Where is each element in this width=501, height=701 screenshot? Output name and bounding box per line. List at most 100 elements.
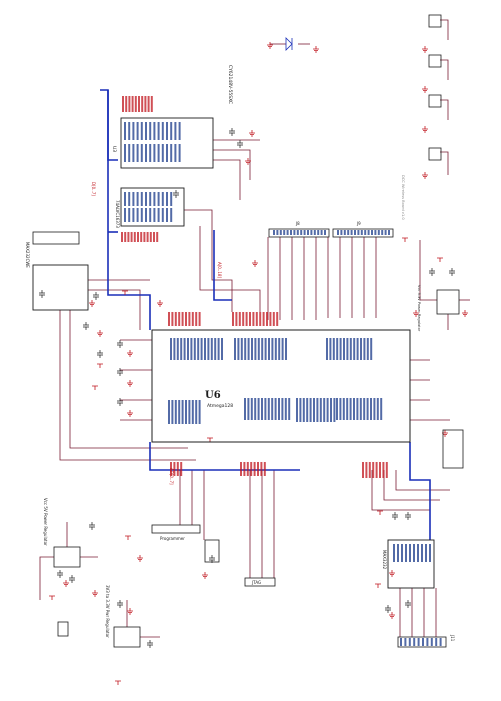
- net-label-red: [368, 462, 371, 478]
- regulator-3v3: [113, 626, 141, 648]
- mcu-pin-label-top-mid: [261, 338, 264, 360]
- mcu-pin-label-bottom-mid2: [330, 398, 332, 422]
- component-group: [39, 128, 455, 648]
- header-pin-label: [276, 230, 279, 235]
- header-pin-label: [350, 230, 353, 235]
- max3232-label: MAX3232: [382, 550, 387, 570]
- header-pin-label: [367, 230, 370, 235]
- net-label-red: [149, 232, 152, 242]
- mcu-pin-label-bottom-mid2: [316, 398, 319, 422]
- vcc-symbol: [115, 680, 121, 685]
- memory-pin-label: [153, 144, 156, 162]
- regulator-5v-label: Vcc 5V Power Regulator: [43, 498, 48, 546]
- mcu-pin-label-top-left: [197, 338, 200, 360]
- mcu-pin-label-top-right: [356, 338, 359, 360]
- mcu-pin-label-top-mid: [244, 338, 247, 360]
- data-bus-label: D[0..7]: [91, 182, 96, 196]
- header-pin-label: [317, 230, 320, 235]
- header-j8-label: J8: [295, 221, 300, 226]
- capacitor: [97, 350, 103, 358]
- capacitor: [39, 290, 45, 298]
- memory-pin-label: [149, 144, 152, 162]
- mcu-pin-label-bottom-right: [370, 398, 372, 420]
- ground-symbol: [422, 126, 428, 133]
- net-label-red: [242, 312, 245, 326]
- ground-symbol: [92, 590, 98, 597]
- wire-42: [39, 556, 54, 600]
- memory-pin-label: [128, 144, 131, 162]
- vcc-symbol: [375, 583, 381, 588]
- net-label-red: [252, 312, 255, 326]
- j11-pin-label: [426, 638, 429, 646]
- latch-pin-label: [136, 208, 139, 222]
- header-pin-label: [343, 230, 346, 235]
- max3232-pin-label: [413, 544, 415, 562]
- regulator-right: [436, 289, 460, 315]
- mcu-pin-label-bottom-mid: [284, 398, 287, 420]
- capacitor: [429, 268, 435, 276]
- max3232-pin-label: [417, 544, 419, 562]
- ground-symbol: [89, 300, 95, 307]
- header-pin-label: [293, 230, 296, 235]
- max3232-pin-label: [421, 544, 423, 562]
- mcu-pin-label-bottom-mid2: [296, 398, 298, 422]
- max232-ic: [32, 264, 89, 311]
- j11-pin-label: [404, 638, 407, 646]
- mcu-pin-label-top-left: [210, 338, 213, 360]
- mcu-pin-label-bottom-mid: [264, 398, 267, 420]
- mcu-pin-label-bottom-mid2: [319, 398, 322, 422]
- net-label-red: [263, 462, 266, 476]
- mcu-pin-label-top-right: [360, 338, 362, 360]
- net-label-red: [128, 96, 131, 112]
- net-label-red: [171, 312, 174, 326]
- mcu-pin-label-bottom-mid2: [326, 398, 329, 422]
- net-label-red: [246, 462, 249, 476]
- memory-pin-label: [136, 144, 139, 162]
- j11-pin-label: [435, 638, 438, 646]
- latch-pin-label: [132, 208, 135, 222]
- wire-15: [59, 310, 196, 461]
- ground-symbol: [422, 86, 428, 93]
- ground-symbol: [127, 380, 133, 387]
- j11-pin-label: [422, 638, 424, 646]
- regulator-5v: [53, 546, 81, 568]
- ground-symbol: [127, 410, 133, 417]
- mcu-pin-label-bottom-mid: [247, 398, 250, 420]
- ground-symbol: [249, 130, 255, 137]
- programmer-header: [151, 524, 201, 534]
- mcu-pin-label-top-right: [336, 338, 339, 360]
- ground-symbol: [157, 300, 163, 307]
- addr-low-label: AD[0..7]: [169, 468, 174, 485]
- mcu-pin-label-top-right: [343, 338, 345, 360]
- ground-symbol: [422, 46, 428, 53]
- mcu-pin-label-top-mid: [254, 338, 257, 360]
- designer-note: DCC Wireless Board v1.0: [401, 175, 405, 220]
- net-label-red: [138, 96, 140, 112]
- mcu-pin-label-bottom-right: [380, 398, 383, 420]
- ground-symbol: [63, 580, 69, 587]
- mcu-pin-label-bottom-mid2: [306, 398, 309, 422]
- max3232-pin-label: [425, 544, 427, 562]
- vcc-symbol: [97, 363, 103, 368]
- net-label-red: [150, 96, 153, 112]
- mcu-pin-label-top-right: [346, 338, 349, 360]
- connector-top-2: [428, 54, 442, 68]
- ground-symbol: [389, 612, 395, 619]
- net-label-red: [168, 312, 170, 326]
- capacitor: [117, 368, 123, 376]
- mcu-pin-label-bottom-mid2: [313, 398, 315, 422]
- mcu-pin-label-bottom-left: [174, 400, 177, 424]
- ground-symbol: [127, 350, 133, 357]
- header-pin-label: [364, 230, 367, 235]
- header-j9: [332, 228, 394, 238]
- bus-bottom: [149, 442, 300, 471]
- ground-symbol: [442, 430, 448, 437]
- net-label-red: [147, 96, 150, 112]
- latch-pin-label: [145, 192, 147, 206]
- wire-0: [213, 149, 251, 180]
- mcu-pin-label-top-left: [173, 338, 176, 360]
- mcu-pin-label-top-right: [366, 338, 369, 360]
- net-label-red: [174, 312, 177, 326]
- mcu-pin-label-bottom-mid: [271, 398, 274, 420]
